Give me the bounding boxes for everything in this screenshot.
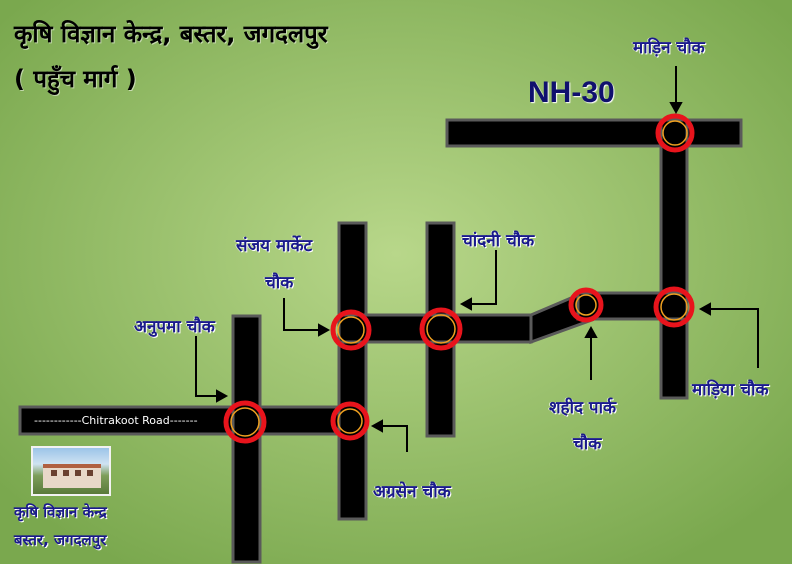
arrow-chandni <box>464 250 497 305</box>
chitrakoot-road <box>18 405 367 436</box>
caption-line1: कृषि विज्ञान केन्द्र <box>14 503 107 521</box>
shaheed-park-label-line1: शहीद पार्क <box>549 398 617 418</box>
madiya-chowk-label: माड़िया चौक <box>692 380 769 400</box>
marker-madiya <box>653 286 695 328</box>
map-title-line2: ( पहुँच मार्ग ) <box>14 65 137 93</box>
sanjay-market-label-line1: संजय मार्केट <box>236 236 313 256</box>
agrasen-chowk-label: अग्रसेन चौक <box>373 482 451 502</box>
marker-madin <box>655 113 695 153</box>
sanjay-road <box>337 221 368 521</box>
chitrakoot-road-label: ------------Chitrakoot Road------- <box>34 414 198 427</box>
arrow-madiya <box>703 308 759 368</box>
marker-anupama <box>223 400 267 444</box>
marker-agrasen <box>330 401 370 441</box>
arrow-anupama <box>195 336 224 397</box>
highway-label: NH-30 <box>528 76 615 109</box>
arrow-sanjay-market <box>283 298 326 331</box>
chandni-chowk-label: चांदनी चौक <box>462 231 535 251</box>
raipur-road-label: -----Raipur Road-------------------- <box>462 126 629 139</box>
junction-markers <box>223 113 695 444</box>
marker-sanjay-market <box>330 309 372 351</box>
map-title-line1: कृषि विज्ञान केन्द्र, बस्तर, जगदलपुर <box>14 20 328 48</box>
marker-chandni <box>419 307 463 351</box>
caption-line2: बस्तर, जगदलपुर <box>14 531 107 549</box>
shaheed-park-label-line2: चौक <box>573 434 602 454</box>
arrow-agrasen <box>375 425 408 452</box>
kvk-building-photo <box>31 446 111 496</box>
madin-chowk-label: माड़िन चौक <box>633 38 705 58</box>
sanjay-market-label-line2: चौक <box>265 273 294 293</box>
nh30-vertical-road <box>659 118 689 400</box>
pointer-arrows <box>195 66 759 452</box>
anupama-chowk-label: अनुपमा चौक <box>134 317 215 337</box>
marker-shaheed-park <box>568 287 604 323</box>
